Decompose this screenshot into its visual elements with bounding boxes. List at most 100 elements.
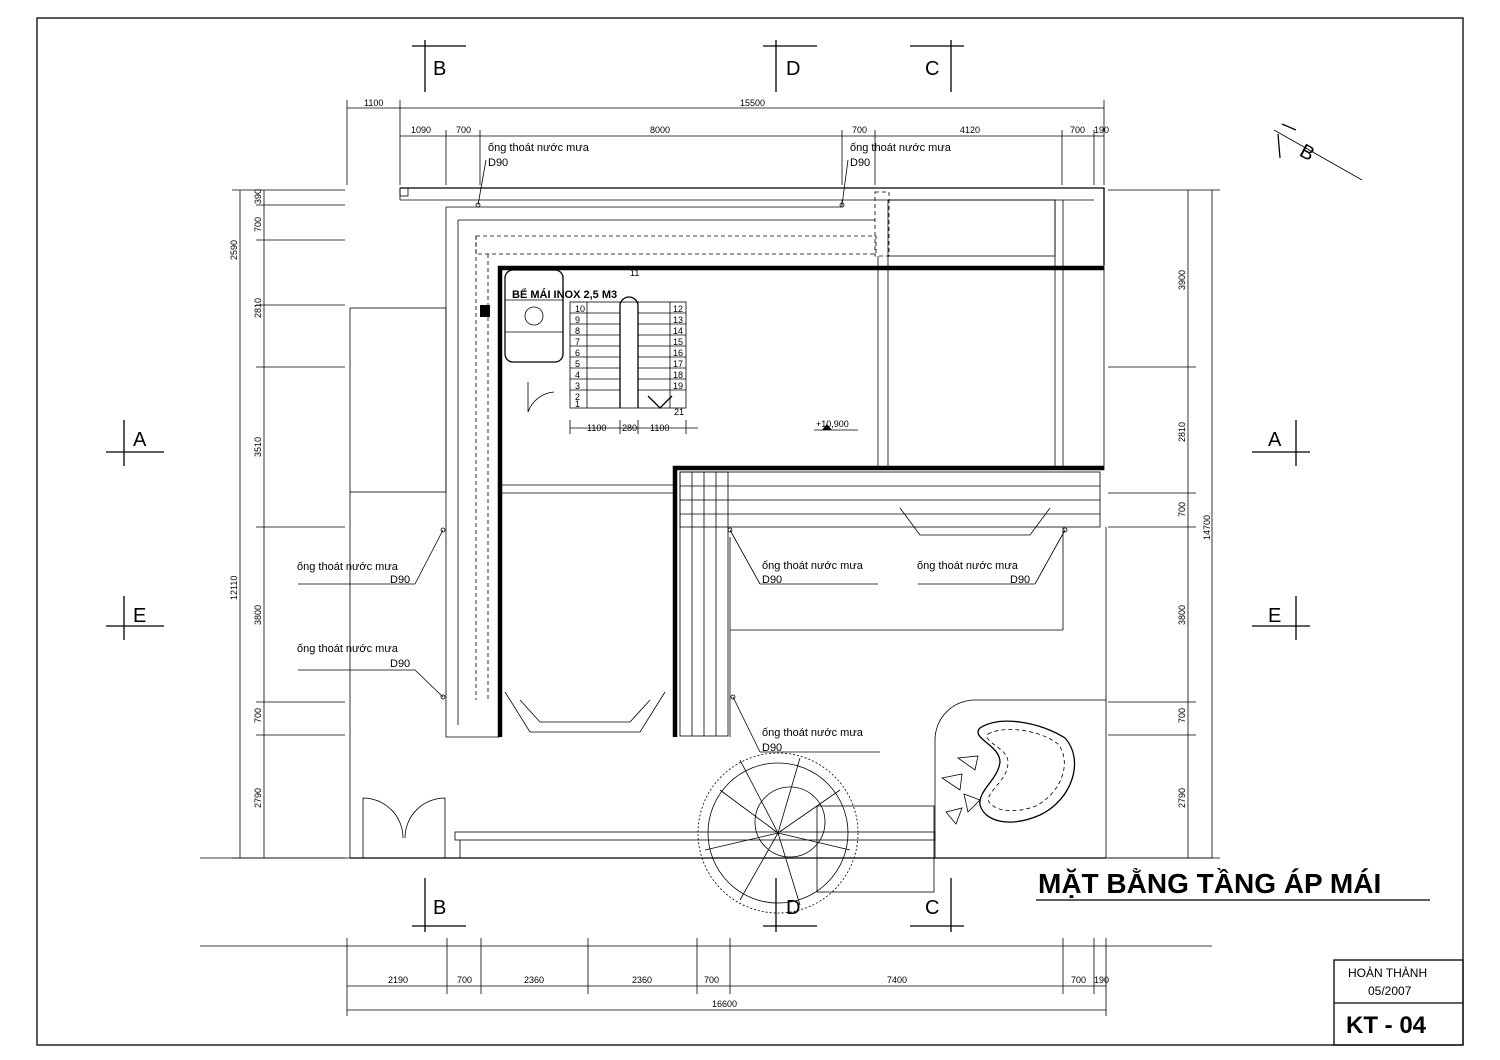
level-mark-text: +10,900	[816, 419, 849, 429]
dim-top-3: 8000	[650, 125, 670, 135]
dim-bottom-overall: 16600	[712, 999, 737, 1009]
step-2: 2	[575, 392, 580, 402]
axis-left-a: A	[133, 429, 147, 451]
dim-top-1: 1090	[411, 125, 431, 135]
drain-label-4: ống thoát nước mưa	[297, 643, 399, 655]
step-9: 9	[575, 315, 580, 325]
dim-left-2: 700	[253, 217, 263, 232]
dim-bottom-4: 2360	[632, 975, 652, 985]
step-16: 16	[673, 348, 683, 358]
drain-size-1: D90	[488, 157, 508, 169]
drain-size-7: D90	[762, 742, 782, 754]
step-18: 18	[673, 370, 683, 380]
sheet-border	[36, 17, 1464, 1046]
dim-right-5: 700	[1177, 708, 1187, 723]
drain-label-5: ống thoát nước mưa	[762, 560, 864, 572]
left-dimensions: 390 700 2590 2810 3510 3800 700 2790 121…	[229, 189, 345, 859]
title-block-sheet-no: KT - 04	[1346, 1012, 1427, 1039]
dim-left-1: 390	[253, 189, 263, 204]
step-7: 7	[575, 337, 580, 347]
dim-left-overall: 12110	[229, 576, 239, 600]
dim-bottom-6: 7400	[887, 975, 907, 985]
step-3: 3	[575, 381, 580, 391]
axis-left-e: E	[133, 605, 146, 627]
title-block: HOÀN THÀNH 05/2007 KT - 04	[1333, 959, 1464, 1046]
step-4: 4	[575, 370, 580, 380]
axis-top-b: B	[433, 58, 446, 80]
drain-size-4: D90	[390, 658, 410, 670]
drain-label-2: ống thoát nước mưa	[850, 142, 952, 154]
dim-right-4: 3800	[1177, 605, 1187, 625]
axis-right-a: A	[1268, 429, 1282, 451]
step-11: 11	[630, 268, 639, 278]
drain-size-2: D90	[850, 157, 870, 169]
dim-bottom-8: 190	[1094, 975, 1109, 985]
drawing-title: MẶT BẰNG TẦNG ÁP MÁI	[1036, 868, 1430, 901]
dim-right-overall: 14700	[1202, 515, 1212, 540]
dim-bottom-7: 700	[1071, 975, 1086, 985]
dim-top-7: 190	[1094, 125, 1109, 135]
drain-label-7: ống thoát nước mưa	[762, 727, 864, 739]
dim-top-overall-2: 15500	[740, 98, 765, 108]
drain-label-6: ống thoát nước mưa	[917, 560, 1019, 572]
stair-dim-1: 1100	[587, 423, 606, 433]
axis-bottom-b: B	[433, 897, 446, 919]
bottom-dimensions: 2190 700 2360 2360 700 7400 700 190 1660…	[200, 938, 1212, 1016]
stair-dim-2: 280	[622, 423, 637, 433]
dim-left-6: 3800	[253, 605, 263, 625]
axis-bottom-c: C	[925, 897, 939, 919]
step-5: 5	[575, 359, 580, 369]
drain-label-1: ống thoát nước mưa	[488, 142, 590, 154]
dim-left-7: 700	[253, 708, 263, 723]
axis-top-d: D	[786, 58, 800, 80]
dim-bottom-2: 700	[457, 975, 472, 985]
drain-size-3: D90	[390, 574, 410, 586]
dim-right-3: 700	[1177, 502, 1187, 517]
step-21: 21	[674, 407, 684, 417]
drain-size-6: D90	[1010, 574, 1030, 586]
dim-right-2: 2810	[1177, 422, 1187, 442]
step-1: 1	[575, 399, 580, 409]
dim-top-overall-1: 1100	[364, 98, 383, 108]
step-12: 12	[673, 304, 683, 314]
title-block-status: HOÀN THÀNH	[1348, 965, 1427, 980]
step-17: 17	[673, 359, 683, 369]
axis-bottom-d: D	[786, 897, 800, 919]
dim-left-3: 2590	[229, 240, 239, 260]
dim-bottom-5: 700	[704, 975, 719, 985]
step-10: 10	[575, 304, 585, 314]
dim-top-5: 4120	[960, 125, 980, 135]
dim-top-6: 700	[1070, 125, 1085, 135]
drawing-title-text: MẶT BẰNG TẦNG ÁP MÁI	[1038, 868, 1381, 899]
axis-top-c: C	[925, 58, 939, 80]
step-15: 15	[673, 337, 683, 347]
dim-left-5: 3510	[253, 437, 263, 457]
dim-bottom-3: 2360	[524, 975, 544, 985]
dim-top-2: 700	[456, 125, 471, 135]
axis-markers: B D C B D C A E A E B	[106, 40, 1363, 932]
tank-label: BỂ MÁI INOX 2,5 M3	[512, 288, 617, 301]
dim-left-8: 2790	[253, 788, 263, 808]
stair-dim-3: 1100	[650, 423, 669, 433]
step-14: 14	[673, 326, 683, 336]
step-8: 8	[575, 326, 580, 336]
dim-right-6: 2790	[1177, 788, 1187, 808]
drain-size-5: D90	[762, 574, 782, 586]
stair: 10 9 8 7 6 5 4 3 2 1 12 13 14 15 16 17 1…	[569, 268, 698, 434]
step-6: 6	[575, 348, 580, 358]
dim-right-1: 3900	[1177, 270, 1187, 290]
drain-annotations: ống thoát nước mưa D90 ống thoát nước mư…	[297, 142, 1068, 754]
dim-top-4: 700	[852, 125, 867, 135]
dim-bottom-1: 2190	[388, 975, 408, 985]
drain-label-3: ống thoát nước mưa	[297, 561, 399, 573]
right-dimensions: 3900 2810 700 3800 700 2790 14700	[1108, 189, 1220, 859]
top-dimensions: 1100 15500 1090 700 8000 700 4120 700 19…	[346, 98, 1109, 185]
dim-left-4: 2810	[253, 298, 263, 318]
step-19: 19	[673, 381, 683, 391]
title-block-date: 05/2007	[1368, 984, 1412, 998]
level-mark: +10,900	[814, 419, 858, 431]
step-13: 13	[673, 315, 683, 325]
axis-right-e: E	[1268, 605, 1281, 627]
building-plan: BỂ MÁI INOX 2,5 M3	[200, 187, 1212, 914]
